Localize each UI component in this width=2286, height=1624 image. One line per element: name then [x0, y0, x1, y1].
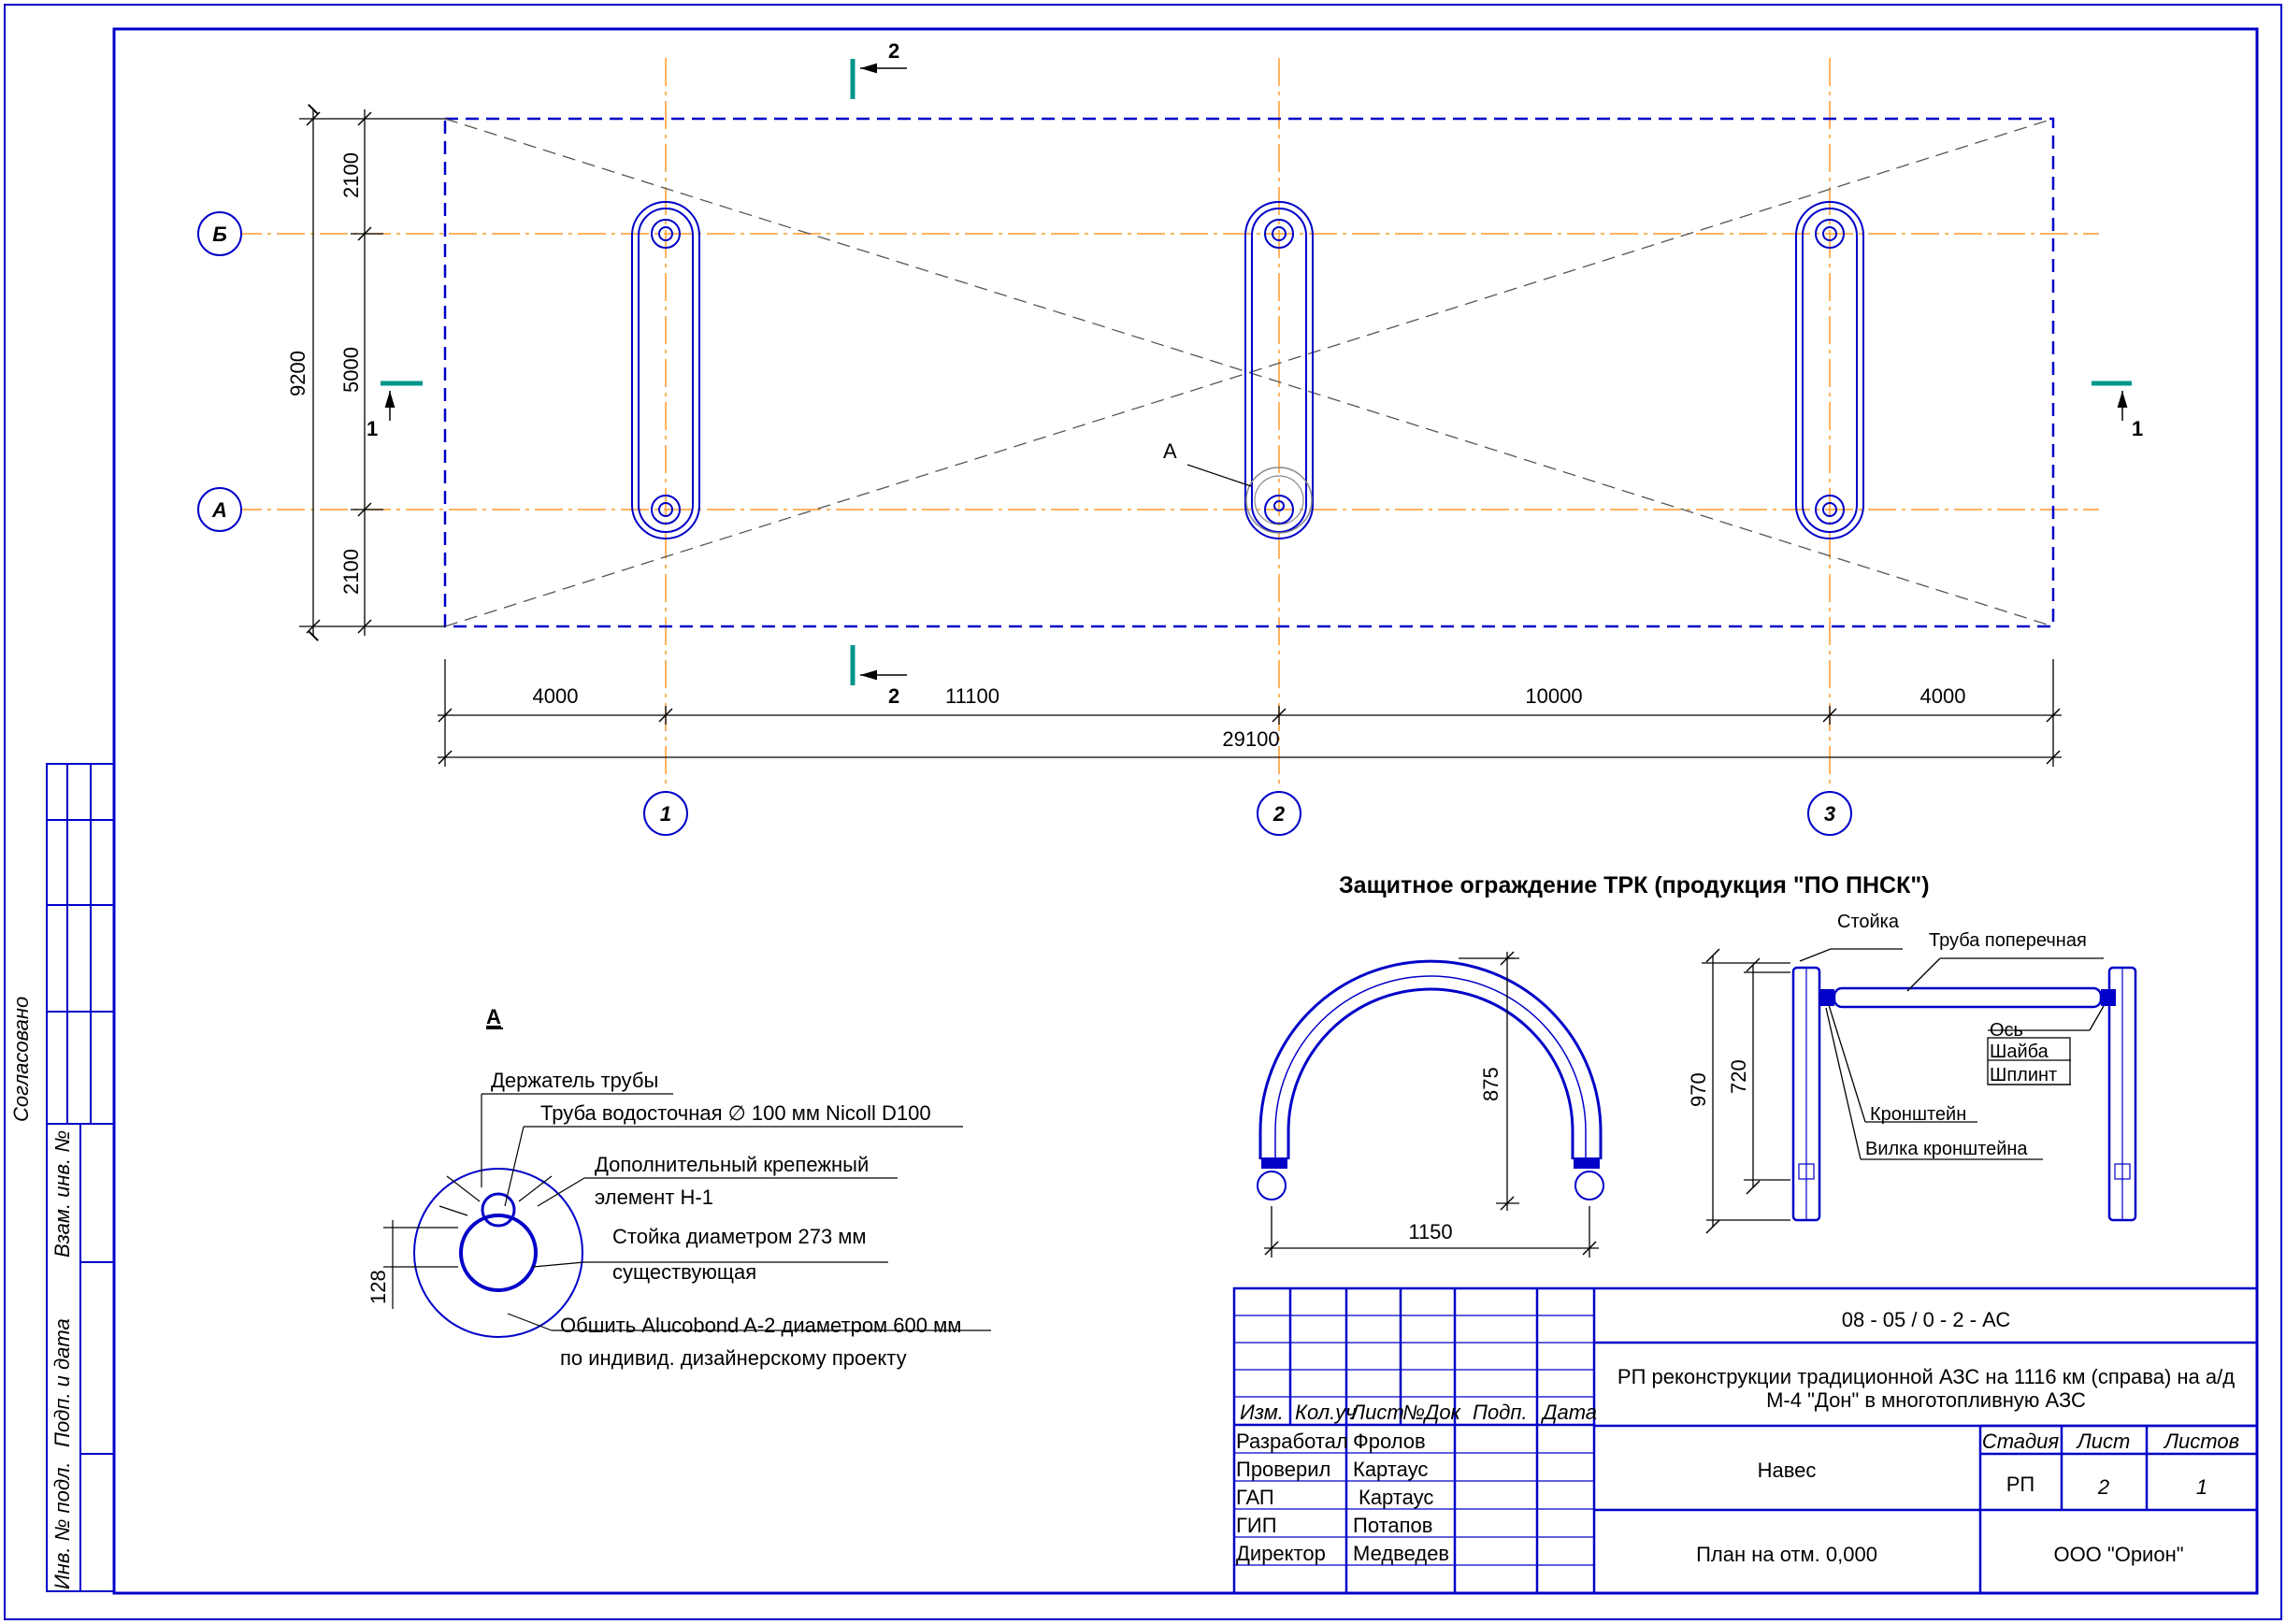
dim-h-1: 4000: [533, 684, 579, 708]
section-2-bottom-label: 2: [888, 684, 899, 708]
axis-bubbles: [197, 211, 1852, 836]
name-director: Медведев: [1353, 1542, 1449, 1565]
detail-title: А: [486, 1005, 501, 1028]
role-gip: ГИП: [1236, 1514, 1277, 1537]
inv-sub-label: Взам. инв. №: [50, 1130, 74, 1258]
detail-label-cladding-2: по индивид. дизайнерскому проекту: [560, 1346, 907, 1370]
sheet-value: 2: [2097, 1475, 2109, 1499]
role-checked: Проверил: [1236, 1458, 1330, 1481]
side-label-axle: Ось: [1990, 1020, 2023, 1041]
agreed-label: Согласовано: [9, 997, 33, 1122]
canopy-diagonals: [444, 118, 2054, 627]
detail-dim: 128: [367, 1270, 390, 1304]
dim-v-bottom: 2100: [339, 549, 363, 595]
name-gap: Картаус: [1359, 1486, 1433, 1509]
header-izm: Изм.: [1240, 1401, 1284, 1424]
doc-code: 08 - 05 / 0 - 2 - АС: [1842, 1308, 2011, 1331]
stage-value: РП: [2006, 1473, 2035, 1496]
detail-callout: А: [1163, 439, 1177, 463]
axis-a-label: А: [211, 498, 227, 522]
header-doc: №Док: [1402, 1401, 1462, 1424]
section-2-top-label: 2: [888, 39, 899, 63]
horizontal-dim-ticks: [438, 708, 2061, 765]
object-name: Навес: [1758, 1459, 1817, 1482]
header-list: Лист: [1349, 1401, 1404, 1424]
side-label-bracket: Кронштейн: [1870, 1104, 1966, 1125]
detail-circle: [1245, 467, 1313, 534]
header-kol: Кол.уч: [1295, 1401, 1357, 1424]
detail-label-post-2: существующая: [612, 1260, 756, 1284]
organization: ООО "Орион": [2053, 1543, 2183, 1566]
sheet-title: План на отм. 0,000: [1696, 1543, 1877, 1566]
dim-h-2: 11100: [945, 684, 999, 708]
vertical-dimensions: [299, 104, 445, 641]
project-line-2: М-4 "Дон" в многотопливную АЗС: [1766, 1388, 2086, 1412]
detail-label-post-1: Стойка диаметром 273 мм: [612, 1225, 867, 1248]
side-guard: 970 720 Стойка Труба поперечная Ось Шайб…: [1687, 912, 2137, 1234]
sign-date-label: Подп. и дата: [50, 1318, 74, 1447]
role-gap: ГАП: [1236, 1486, 1274, 1509]
dim-v-middle: 5000: [339, 347, 363, 393]
dim-v-top: 2100: [339, 152, 363, 198]
arch-width: 1150: [1408, 1220, 1452, 1243]
plan-view: А Б А 1 2 3 210: [197, 39, 2143, 836]
header-sign: Подп.: [1473, 1401, 1528, 1424]
role-director: Директор: [1236, 1542, 1326, 1565]
name-gip: Потапов: [1353, 1514, 1432, 1537]
axis-3-label: 3: [1824, 802, 1835, 826]
axis-2-label: 2: [1272, 802, 1286, 826]
arch-guard: 875 1150: [1257, 951, 1604, 1258]
project-line-1: РП реконструкции традиционной АЗС на 111…: [1617, 1365, 2235, 1388]
inv-orig-label: Инв. № подл.: [50, 1461, 74, 1589]
arch-height: 875: [1479, 1067, 1502, 1101]
header-date: Дата: [1540, 1401, 1597, 1424]
detail-a: А Держатель трубы Труба водосточна: [367, 1005, 991, 1370]
pump-islands: [631, 201, 1864, 539]
detail-label-fastener-1: Дополнительный крепежный: [595, 1153, 869, 1176]
dim-v-total: 9200: [286, 351, 309, 396]
dim-h-total: 29100: [1222, 727, 1279, 751]
side-height-inner: 720: [1727, 1059, 1750, 1094]
side-label-washer: Шайба: [1990, 1042, 2049, 1062]
sheet-label: Лист: [2076, 1430, 2131, 1453]
left-strip: [46, 763, 115, 1592]
side-label-fork: Вилка кронштейна: [1865, 1139, 2028, 1159]
detail-label-cladding-1: Обшить Alucobond A-2 диаметром 600 мм: [560, 1314, 961, 1337]
axis-b-label: Б: [212, 223, 227, 246]
section-1-right-label: 1: [2132, 417, 2143, 440]
stage-label: Стадия: [1982, 1430, 2060, 1453]
vertical-dim-ticks: [306, 111, 372, 634]
sheets-label: Листов: [2163, 1430, 2239, 1453]
title-block: Изм. Кол.уч Лист №Док Подп. Дата Разрабо…: [1232, 1286, 2259, 1595]
name-developed: Фролов: [1353, 1430, 1426, 1453]
detail-label-pipe: Труба водосточная ∅ 100 мм Nicoll D100: [540, 1101, 931, 1125]
sheets-value: 1: [2196, 1475, 2207, 1499]
left-strip-labels: Согласовано Взам. инв. № Подп. и дата Ин…: [9, 997, 74, 1589]
side-label-crossbar: Труба поперечная: [1929, 930, 2087, 951]
guard-title: Защитное ограждение ТРК (продукция "ПО П…: [1339, 872, 1930, 898]
side-label-post: Стойка: [1837, 912, 1900, 932]
canopy-outline: [443, 117, 2055, 628]
side-label-pin: Шплинт: [1990, 1065, 2057, 1085]
axis-1-label: 1: [660, 802, 671, 826]
axis-lines: [234, 58, 2099, 787]
name-checked: Картаус: [1353, 1458, 1428, 1481]
detail-label-fastener-2: элемент Н-1: [595, 1186, 713, 1209]
detail-label-holder: Держатель трубы: [491, 1069, 658, 1092]
dim-h-4: 4000: [1920, 684, 1966, 708]
horizontal-dimensions: [438, 659, 2062, 767]
role-developed: Разработал: [1236, 1430, 1348, 1453]
dim-h-3: 10000: [1525, 684, 1582, 708]
section-1-left-label: 1: [367, 417, 378, 440]
side-height-total: 970: [1687, 1072, 1710, 1107]
